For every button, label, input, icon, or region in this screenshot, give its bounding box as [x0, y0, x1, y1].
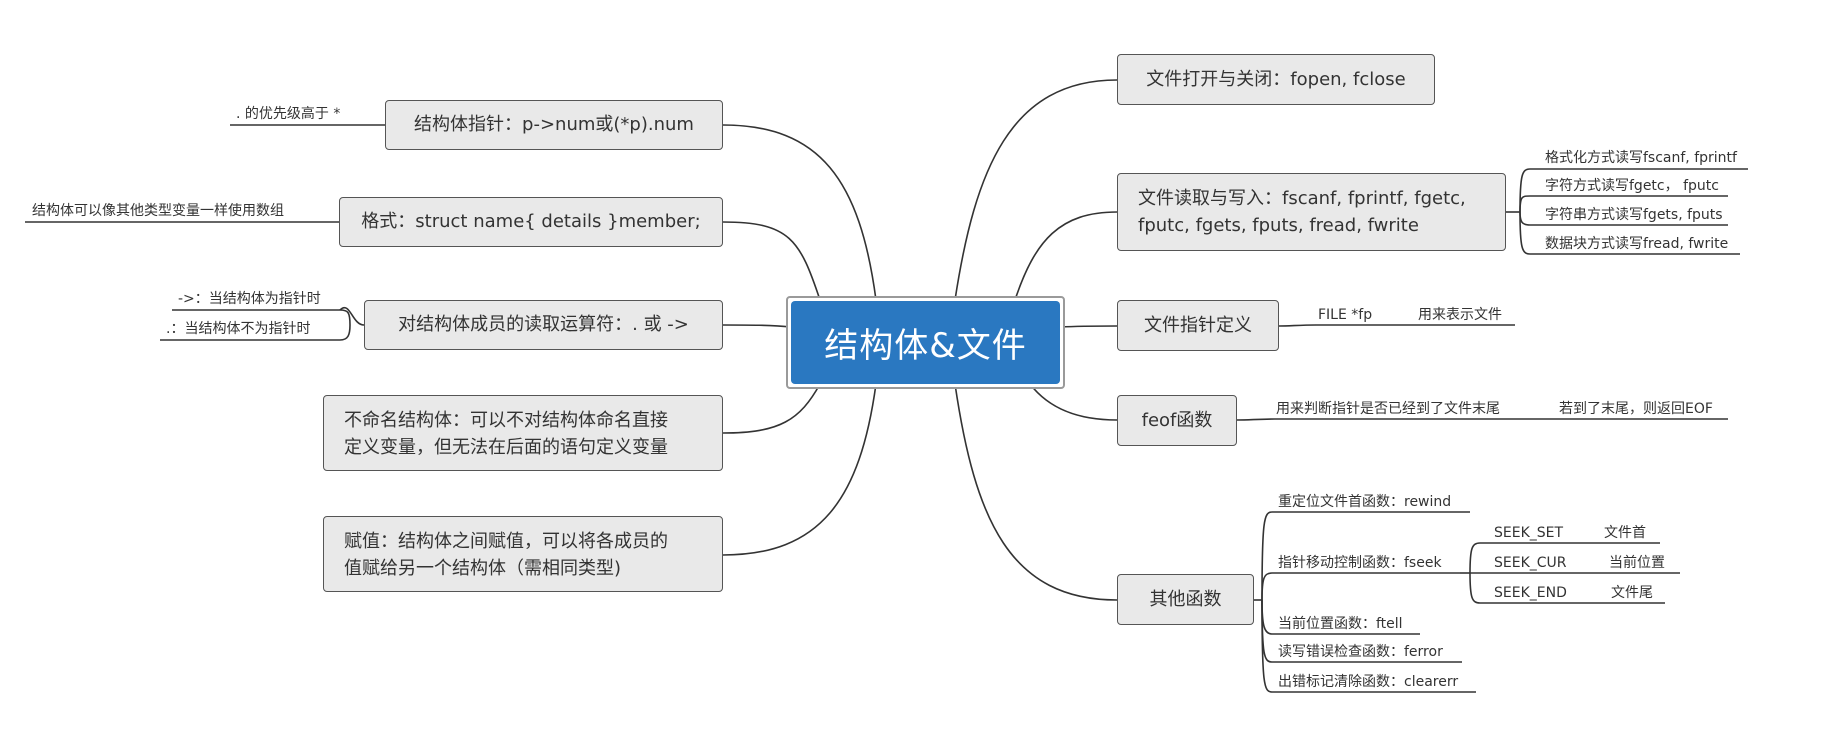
topic-member-access[interactable]: 对结构体成员的读取运算符：. 或 ->: [364, 300, 723, 350]
note-ftell[interactable]: 当前位置函数：ftell: [1278, 616, 1403, 632]
link-other: [954, 383, 1118, 601]
note-seek-end[interactable]: SEEK_END: [1494, 585, 1567, 601]
topic-struct-assignment-line2: 值赋给另一个结构体（需相同类型): [344, 558, 622, 579]
note-ferror[interactable]: 读写错误检查函数：ferror: [1278, 644, 1443, 660]
topic-struct-pointer[interactable]: 结构体指针：p->num或(*p).num: [385, 100, 723, 150]
link-feof-line: [1236, 418, 1728, 421]
link-clearerr: [1261, 599, 1476, 693]
link-file-ptr: [1059, 325, 1118, 328]
link-rewind: [1261, 511, 1470, 601]
note-file-ptr-decl[interactable]: FILE *fp: [1318, 307, 1373, 323]
link-access: [722, 324, 792, 328]
topic-struct-format[interactable]: 格式：struct name{ details }member;: [339, 197, 723, 247]
note-rewind[interactable]: 重定位文件首函数：rewind: [1278, 494, 1452, 510]
center-topic[interactable]: 结构体&文件: [791, 301, 1060, 384]
note-fseek[interactable]: 指针移动控制函数：fseek: [1278, 555, 1442, 571]
note-seek-cur-desc[interactable]: 当前位置: [1609, 555, 1665, 571]
link-format: [722, 221, 821, 301]
topic-file-read-write-line1: 文件读取与写入：fscanf, fprintf, fgetc,: [1138, 188, 1466, 209]
topic-anonymous-struct-line2: 定义变量，但无法在后面的语句定义变量: [344, 437, 668, 458]
link-fileptr-line: [1278, 324, 1515, 327]
note-clearerr[interactable]: 出错标记清除函数：clearerr: [1278, 674, 1459, 690]
note-seek-set-desc[interactable]: 文件首: [1604, 525, 1646, 541]
topic-file-pointer[interactable]: 文件指针定义: [1117, 300, 1279, 351]
topic-struct-assignment[interactable]: 赋值：结构体之间赋值，可以将各成员的 值赋给另一个结构体（需相同类型): [323, 516, 723, 592]
topic-struct-assignment-line1: 赋值：结构体之间赋值，可以将各成员的: [344, 531, 668, 552]
note-rw-formatted[interactable]: 格式化方式读写fscanf, fprintf: [1545, 150, 1737, 166]
link-assign: [722, 383, 877, 556]
note-feof-result[interactable]: 若到了末尾，则返回EOF: [1559, 401, 1713, 417]
note-feof-desc[interactable]: 用来判断指针是否已经到了文件末尾: [1276, 401, 1500, 417]
link-fseek: [1261, 572, 1460, 601]
topic-anonymous-struct-line1: 不命名结构体：可以不对结构体命名直接: [344, 410, 668, 431]
note-seek-set[interactable]: SEEK_SET: [1494, 525, 1564, 541]
note-seek-end-desc[interactable]: 文件尾: [1611, 585, 1653, 601]
link-pointer: [722, 124, 877, 301]
topic-file-open-close[interactable]: 文件打开与关闭：fopen, fclose: [1117, 54, 1435, 105]
topic-other-functions[interactable]: 其他函数: [1117, 574, 1254, 625]
note-file-ptr-desc[interactable]: 用来表示文件: [1418, 307, 1502, 323]
link-anon: [722, 383, 821, 434]
note-arrow-operator[interactable]: ->：当结构体为指针时: [178, 291, 321, 307]
link-access-notes: [339, 306, 365, 326]
link-rw-char: [1519, 195, 1728, 213]
note-rw-string[interactable]: 字符串方式读写fgets, fputs: [1545, 207, 1723, 223]
link-seek-end: [1469, 572, 1665, 604]
link-feof: [1029, 383, 1118, 421]
note-rw-block[interactable]: 数据块方式读写fread, fwrite: [1545, 236, 1729, 252]
note-rw-char[interactable]: 字符方式读写fgetc， fputc: [1545, 178, 1719, 194]
link-seek-set: [1469, 542, 1660, 574]
note-dot-operator[interactable]: .：当结构体不为指针时: [166, 321, 311, 337]
topic-feof[interactable]: feof函数: [1117, 395, 1237, 446]
topic-file-read-write-line2: fputc, fgets, fputs, fread, fwrite: [1138, 215, 1419, 236]
note-struct-array[interactable]: 结构体可以像其他类型变量一样使用数组: [32, 203, 284, 219]
note-seek-cur[interactable]: SEEK_CUR: [1494, 555, 1567, 571]
topic-file-read-write[interactable]: 文件读取与写入：fscanf, fprintf, fgetc, fputc, f…: [1117, 173, 1506, 251]
topic-anonymous-struct[interactable]: 不命名结构体：可以不对结构体命名直接 定义变量，但无法在后面的语句定义变量: [323, 395, 723, 471]
note-pointer-precedence[interactable]: . 的优先级高于 *: [236, 106, 341, 122]
link-arrow-note: [172, 309, 351, 326]
link-dot-note: [160, 324, 351, 341]
link-rw: [1014, 211, 1118, 301]
link-open-close: [954, 79, 1118, 301]
link-rw-blk: [1519, 211, 1740, 255]
